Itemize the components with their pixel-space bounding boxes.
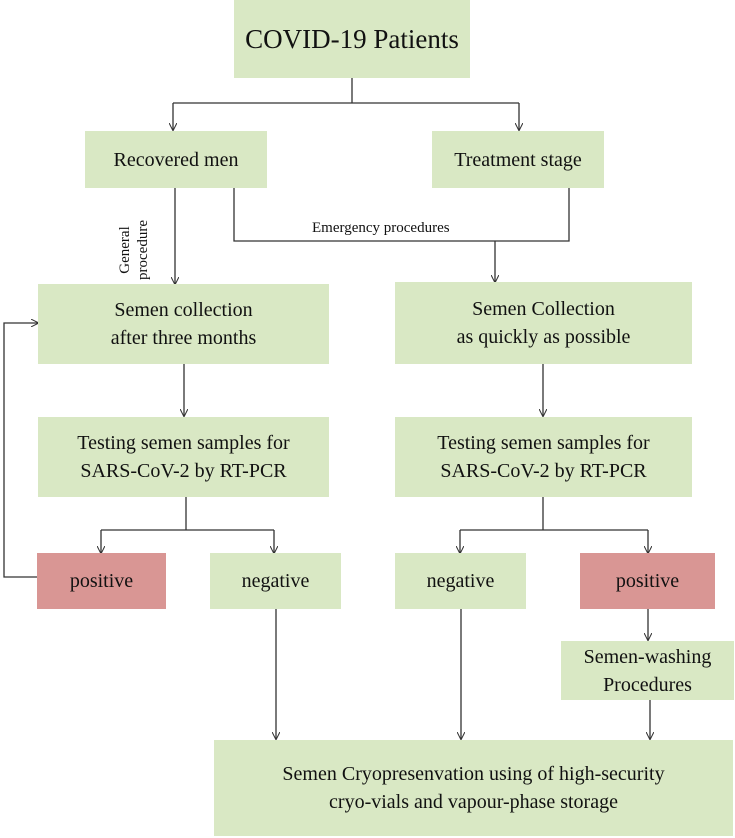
node-negative-left: negative bbox=[210, 553, 341, 609]
text-line: Recovered men bbox=[113, 148, 239, 171]
text-line: positive bbox=[615, 570, 680, 592]
text-line: Semen-washing bbox=[583, 645, 712, 668]
node-positive-right: positive bbox=[580, 553, 715, 609]
text-line: General bbox=[117, 226, 133, 274]
text-line: COVID-19 Patients bbox=[245, 24, 459, 54]
node-semen-collection-left: Semen collection after three months bbox=[38, 284, 329, 364]
text-line: Semen collection bbox=[114, 299, 253, 321]
text-line: after three months bbox=[110, 327, 257, 349]
text-line: Semen Collection bbox=[472, 298, 615, 320]
node-semen-collection-right: Semen Collection as quickly as possible bbox=[395, 282, 692, 364]
text-line: Procedures bbox=[603, 673, 692, 696]
node-negative-right: negative bbox=[395, 553, 526, 609]
text-line: Treatment stage bbox=[454, 148, 582, 171]
edge-root-split bbox=[173, 78, 519, 104]
label-emergency-procedures: Emergency procedures bbox=[312, 220, 450, 236]
text-line: cryo-vials and vapour-phase storage bbox=[329, 791, 618, 813]
text-line: SARS-CoV-2 by RT-PCR bbox=[80, 460, 287, 482]
node-cryopreservation: Semen Cryopresenvation using of high-sec… bbox=[214, 740, 733, 836]
text-line: as quickly as possible bbox=[456, 326, 631, 348]
text-line: procedure bbox=[135, 220, 151, 280]
edge-test-right-split bbox=[460, 497, 648, 531]
text-line: negative bbox=[241, 570, 310, 592]
text-line: negative bbox=[426, 570, 495, 592]
text-line: Testing semen samples for bbox=[77, 432, 290, 454]
text-line: Testing semen samples for bbox=[437, 432, 650, 454]
edge-retest-loop bbox=[3, 323, 38, 578]
node-covid-patients: COVID-19 Patients bbox=[234, 0, 470, 78]
node-positive-left: positive bbox=[37, 553, 166, 609]
edge-test-left-split bbox=[101, 497, 274, 531]
text-line: positive bbox=[69, 570, 134, 592]
node-treatment-stage: Treatment stage bbox=[432, 131, 604, 188]
edge-emergency bbox=[233, 188, 570, 242]
node-recovered-men: Recovered men bbox=[85, 131, 267, 188]
text-line: SARS-CoV-2 by RT-PCR bbox=[440, 460, 647, 482]
text-line: Semen Cryopresenvation using of high-sec… bbox=[282, 763, 665, 785]
